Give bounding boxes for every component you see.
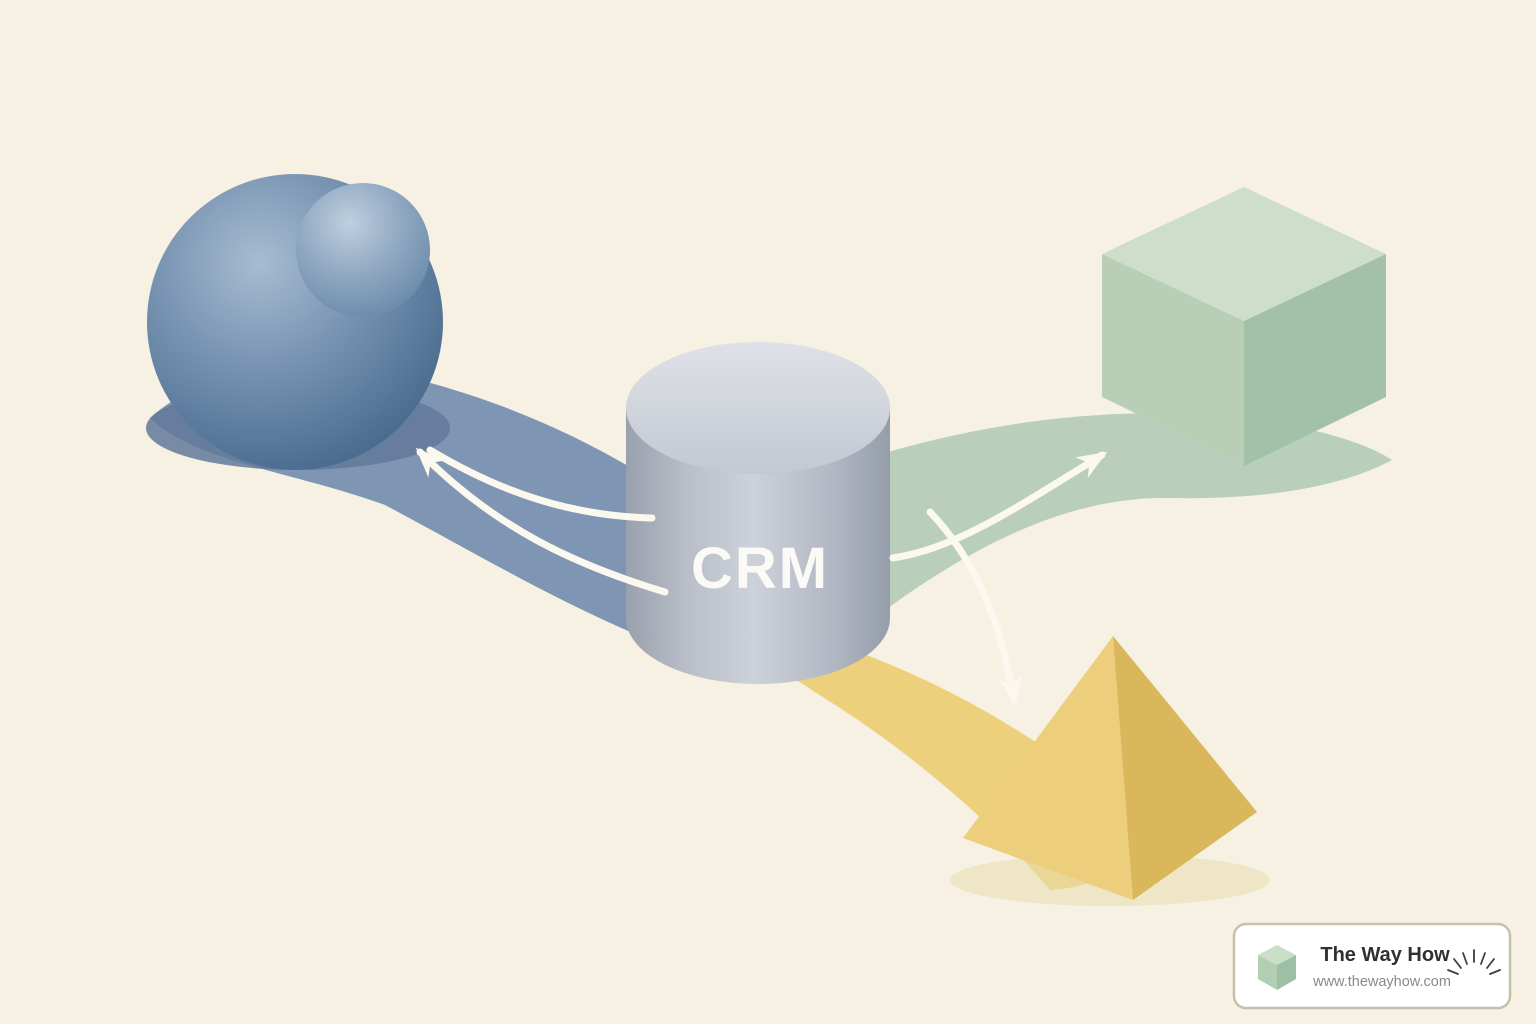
watermark-card: The Way How www.thewayhow.com [1232,922,1512,1010]
watermark-cube-icon [1258,945,1296,990]
watermark-card-bg [1232,922,1512,1010]
crm-label: CRM [691,536,829,601]
arrow-to-sphere [415,447,669,596]
rays-logo-icon [1447,949,1501,975]
cylinder-shape: CRM [626,342,890,684]
arrow-to-pyramid [926,508,1022,706]
sphere-small [296,183,430,317]
flow-arrows [415,446,1108,706]
cylinder-body [626,408,890,684]
watermark-cube-left [1258,955,1277,990]
arrow-to-sphere-strand [426,446,656,522]
pyramid-face-right [1113,636,1257,900]
pyramid-face-left [963,636,1133,900]
sphere-shape [147,174,443,470]
cube-face-left [1102,254,1244,466]
cube-face-right [1244,254,1386,466]
watermark-url: www.thewayhow.com [1312,974,1451,990]
cube-shape [1102,187,1386,466]
watermark-cube-right [1277,955,1296,990]
arrow-to-cube [889,451,1108,562]
pyramid-shape [963,636,1257,900]
watermark-title: The Way How [1320,944,1450,966]
ribbon-green [888,413,1392,608]
cylinder-top [626,342,890,474]
